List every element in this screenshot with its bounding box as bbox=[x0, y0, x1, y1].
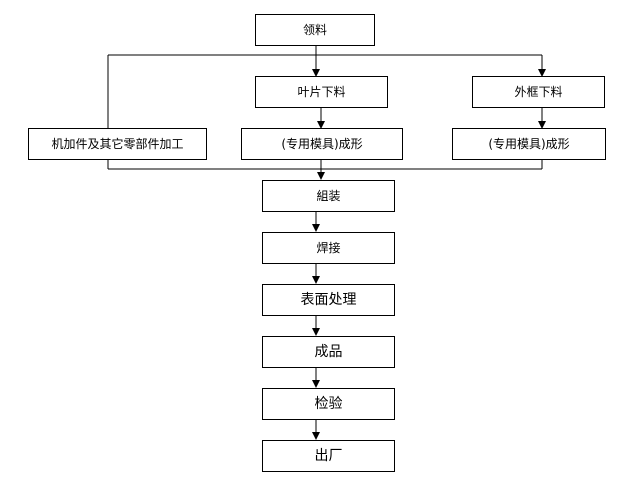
node-surface-treatment: 表面处理 bbox=[262, 284, 395, 316]
node-finished-product: 成品 bbox=[262, 336, 395, 368]
node-shipping: 出厂 bbox=[262, 440, 395, 472]
node-blade-form: (专用模具)成形 bbox=[241, 128, 403, 160]
node-frame-blank: 外框下料 bbox=[472, 76, 605, 108]
node-welding: 焊接 bbox=[262, 232, 395, 264]
node-assembly: 組装 bbox=[262, 180, 395, 212]
node-blade-blank: 叶片下料 bbox=[255, 76, 388, 108]
node-machining: 机加件及其它零部件加工 bbox=[28, 128, 207, 160]
node-lingliao: 领料 bbox=[255, 14, 375, 46]
node-inspection: 检验 bbox=[262, 388, 395, 420]
node-frame-form: (专用模具)成形 bbox=[452, 128, 606, 160]
